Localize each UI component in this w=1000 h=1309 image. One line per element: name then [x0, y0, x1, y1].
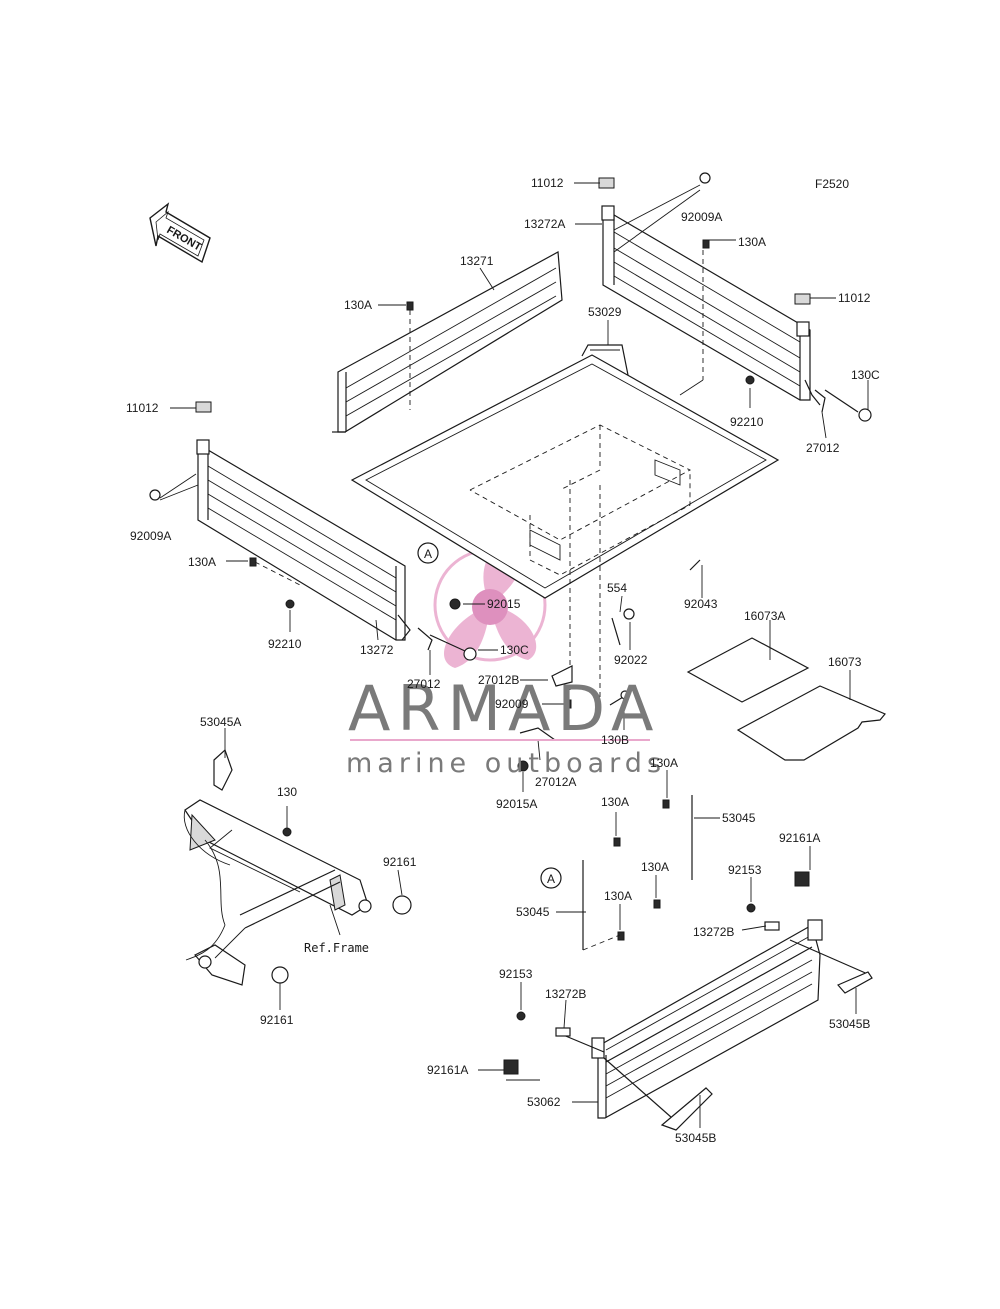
callout-13272a: 13272A [524, 217, 565, 231]
callout-27012a: 27012A [535, 775, 576, 789]
callout-92161a: 92161A [427, 1063, 468, 1077]
callout-92009a: 92009A [130, 529, 171, 543]
callout-11012: 11012 [531, 176, 564, 190]
callout-13272b: 13272B [545, 987, 586, 1001]
part-callouts: 11012 92009A 13272A 130A 11012 13271 130… [126, 176, 880, 1145]
callout-92022: 92022 [614, 653, 648, 667]
callout-92015a: 92015A [496, 797, 537, 811]
latch-53045b-bottom [660, 1087, 713, 1131]
ref-marker-a-lower: A [540, 867, 562, 889]
bed-floor [350, 344, 780, 700]
callout-53045b: 53045B [675, 1131, 716, 1145]
callout-130c: 130C [851, 368, 880, 382]
callout-554: 554 [607, 581, 627, 595]
callout-130a: 130A [188, 555, 216, 569]
callout-130a: 130A [601, 795, 629, 809]
callout-92161: 92161 [383, 855, 417, 869]
callout-27012b: 27012B [478, 673, 519, 687]
callout-92153: 92153 [499, 967, 533, 981]
callout-92153: 92153 [728, 863, 762, 877]
callout-130a: 130A [604, 889, 632, 903]
latch-53045a [213, 748, 233, 791]
callout-130c: 130C [500, 643, 529, 657]
right-side-panel [601, 205, 821, 406]
callout-53045: 53045 [516, 905, 550, 919]
callout-27012: 27012 [806, 441, 840, 455]
callout-13272: 13272 [360, 643, 394, 657]
latch-53045b-right [837, 971, 873, 994]
callout-130a: 130A [738, 235, 766, 249]
callout-53045b: 53045B [829, 1017, 870, 1031]
mat-16073a [686, 637, 810, 703]
brand-name: ARMADA [348, 672, 660, 745]
front-panel [332, 251, 563, 433]
callout-11012: 11012 [838, 291, 871, 305]
mat-16073 [736, 685, 886, 761]
svg-text:A: A [424, 547, 432, 561]
callout-53045: 53045 [722, 811, 756, 825]
callout-130a: 130A [344, 298, 372, 312]
figure-code: F2520 [815, 177, 849, 191]
callout-92043: 92043 [684, 597, 718, 611]
callout-130b: 130B [601, 733, 629, 747]
callout-27012: 27012 [407, 677, 441, 691]
callout-92009a: 92009A [681, 210, 722, 224]
callout-130a: 130A [650, 756, 678, 770]
left-side-panel [196, 439, 411, 641]
callout-16073a: 16073A [744, 609, 785, 623]
brand-tagline: marine outboards [346, 748, 666, 779]
svg-text:A: A [547, 872, 555, 886]
callout-92161a: 92161A [779, 831, 820, 845]
callout-92009: 92009 [495, 697, 529, 711]
callout-92210: 92210 [730, 415, 764, 429]
callout-11012: 11012 [126, 401, 159, 415]
callout-130a: 130A [641, 860, 669, 874]
callout-53029: 53029 [588, 305, 622, 319]
callout-92210: 92210 [268, 637, 302, 651]
armada-logo [433, 542, 547, 668]
callout-130: 130 [277, 785, 297, 799]
ref-frame-label: Ref.Frame [304, 941, 369, 955]
callout-92015: 92015 [487, 597, 521, 611]
tailgate [555, 919, 871, 1126]
rear-frame [183, 799, 372, 986]
leader-lines [159, 182, 869, 1128]
front-arrow-icon: FRONT [149, 202, 211, 264]
callout-53045a: 53045A [200, 715, 241, 729]
callout-53062: 53062 [527, 1095, 561, 1109]
callout-92161: 92161 [260, 1013, 294, 1027]
ref-marker-a-upper: A [417, 542, 439, 564]
callout-13272b: 13272B [693, 925, 734, 939]
callout-16073: 16073 [828, 655, 862, 669]
callout-13271: 13271 [460, 254, 494, 268]
